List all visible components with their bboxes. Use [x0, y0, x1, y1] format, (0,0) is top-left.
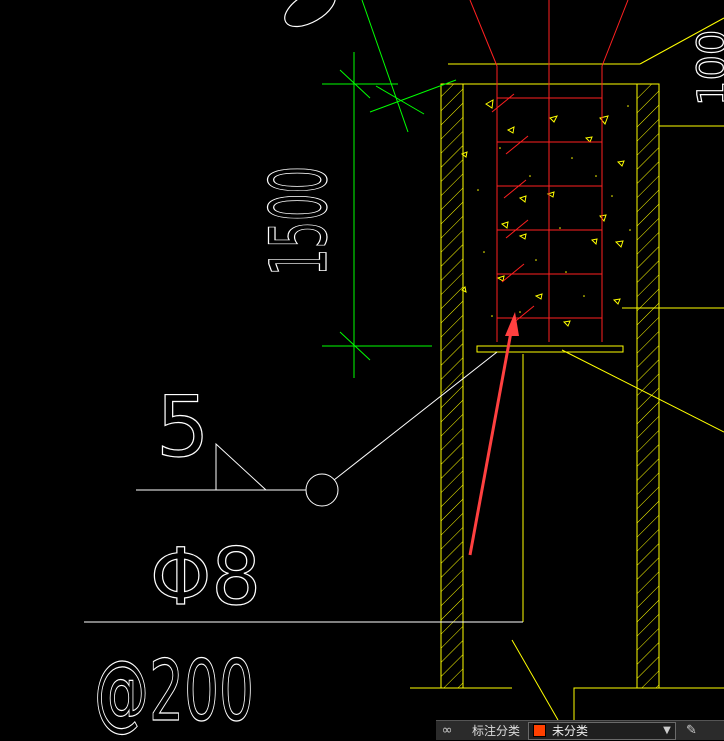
- category-select-value: 未分类: [552, 724, 589, 738]
- annotation-category-bar: ∞ 标注分类 未分类 ▼ ✎: [436, 720, 724, 740]
- glasses-icon[interactable]: ∞: [441, 723, 453, 738]
- layer-color-swatch: [533, 724, 547, 737]
- rebar-cage: [469, 0, 629, 342]
- marker-arrow-icon: [468, 312, 519, 556]
- weld-size-text: 5: [156, 378, 209, 476]
- wall-outlines: [410, 17, 724, 721]
- bar-spec-text: Φ8: [150, 533, 261, 623]
- dimension-line: [322, 0, 457, 378]
- concrete-fill: [460, 99, 625, 327]
- category-select[interactable]: 未分类 ▼: [528, 721, 677, 740]
- weld-leader: [84, 351, 523, 623]
- top-left-glyph: [284, 0, 336, 28]
- concrete-specks: [477, 105, 631, 317]
- right-wall: [636, 83, 660, 689]
- spacing-text: @200: [94, 642, 254, 740]
- top-right-text: 100: [690, 30, 724, 106]
- dimension-text-group: 1500: [254, 165, 345, 276]
- left-wall: [440, 83, 464, 689]
- dimension-text: 1500: [255, 166, 345, 276]
- embedded-plate: [476, 345, 624, 353]
- chevron-down-icon[interactable]: ▼: [663, 725, 671, 736]
- top-right-text-group: 100: [689, 29, 724, 107]
- pen-icon[interactable]: ✎: [686, 723, 697, 738]
- category-label: 标注分类: [472, 724, 521, 738]
